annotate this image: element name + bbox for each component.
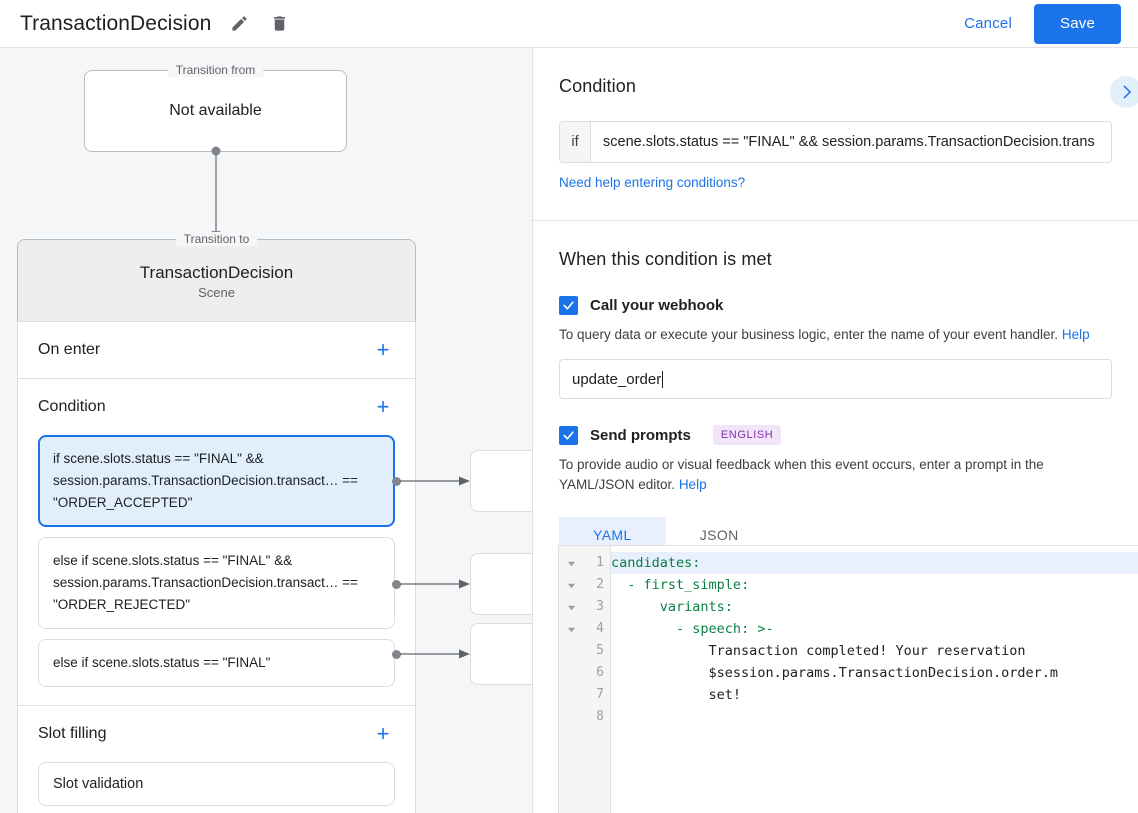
condition-help-link[interactable]: Need help entering conditions? <box>559 175 746 190</box>
line-number: 5 <box>596 643 604 658</box>
code-line <box>611 706 1138 728</box>
fold-toggle-2[interactable] <box>559 574 583 596</box>
chevron-right-icon[interactable] <box>1110 76 1138 108</box>
editor-fold-column <box>559 546 583 813</box>
slot-validation-item[interactable]: Slot validation <box>38 762 395 806</box>
language-badge: ENGLISH <box>712 425 782 445</box>
condition-prefix-label: if <box>560 122 591 162</box>
line-number: 3 <box>596 599 604 614</box>
condition-list: if scene.slots.status == "FINAL" && sess… <box>18 435 415 705</box>
prompts-helper-text: To provide audio or visual feedback when… <box>559 455 1112 495</box>
divider <box>18 378 415 379</box>
add-condition-button[interactable]: + <box>376 394 390 419</box>
tab-json[interactable]: JSON <box>699 527 739 543</box>
line-number: 4 <box>596 621 604 636</box>
section-condition[interactable]: Condition + <box>18 379 415 435</box>
add-on-enter-button[interactable]: + <box>376 337 390 362</box>
transition-from-value: Not available <box>169 102 262 119</box>
webhook-helper-text: To query data or execute your business l… <box>559 325 1112 345</box>
top-bar: TransactionDecision Cancel Save <box>0 0 1138 48</box>
scene-name: TransactionDecision <box>139 262 294 282</box>
condition-section: Condition if scene.slots.status == "FINA… <box>533 48 1138 192</box>
save-button[interactable]: Save <box>1034 3 1121 44</box>
webhook-checkbox[interactable] <box>559 296 578 315</box>
code-line: set! <box>708 687 742 703</box>
section-on-enter-title: On enter <box>38 341 101 358</box>
when-met-section: When this condition is met Call your web… <box>533 221 1138 553</box>
code-line: variants: <box>659 599 733 615</box>
section-on-enter[interactable]: On enter + <box>18 322 415 378</box>
transition-to-box[interactable]: Transition to TransactionDecision Scene <box>17 232 416 322</box>
line-number: 7 <box>596 687 604 702</box>
prompts-helper-body: To provide audio or visual feedback when… <box>559 457 1044 492</box>
condition-item-accepted[interactable]: if scene.slots.status == "FINAL" && sess… <box>38 435 395 527</box>
flow-arrow-down <box>211 146 221 241</box>
connector-arrow-1 <box>400 476 470 486</box>
connector-dot-1 <box>392 477 401 486</box>
scene-type: Scene <box>198 284 235 300</box>
fold-toggle-4[interactable] <box>559 618 583 640</box>
line-number: 2 <box>596 577 604 592</box>
prompts-checkbox[interactable] <box>559 425 578 445</box>
divider <box>18 705 415 706</box>
add-slot-filling-button[interactable]: + <box>376 721 390 746</box>
line-number: 1 <box>596 555 604 570</box>
webhook-help-link[interactable]: Help <box>1061 327 1090 342</box>
connector-arrow-2 <box>400 579 470 589</box>
connector-dot-2 <box>392 580 401 589</box>
prompts-help-link[interactable]: Help <box>678 477 707 492</box>
section-slot-filling-title: Slot filling <box>38 725 107 742</box>
code-line: $session.params.TransactionDecision.orde… <box>708 665 1059 681</box>
line-number: 6 <box>596 665 604 680</box>
fold-toggle-3[interactable] <box>559 596 583 618</box>
connector-dot-3 <box>392 650 401 659</box>
pencil-icon[interactable] <box>227 12 251 36</box>
code-line: candidates: <box>611 552 1138 574</box>
section-slot-filling[interactable]: Slot filling + <box>18 706 415 762</box>
text-caret <box>662 370 664 388</box>
transition-to-legend: Transition to <box>175 232 258 246</box>
trash-icon[interactable] <box>267 12 291 36</box>
webhook-label: Call your webhook <box>590 297 724 314</box>
prompts-label: Send prompts <box>590 426 691 444</box>
condition-item-final[interactable]: else if scene.slots.status == "FINAL" <box>38 639 395 687</box>
scene-card: On enter + Condition + if scene.slots.st… <box>17 321 416 813</box>
code-line: - first_simple: <box>627 577 750 593</box>
condition-heading: Condition <box>559 76 636 96</box>
yaml-editor[interactable]: 1 2 3 4 5 6 7 8 candidates: - first_simp… <box>558 545 1138 813</box>
transition-from-box[interactable]: Transition from Not available <box>84 63 347 152</box>
line-number: 8 <box>596 709 604 724</box>
page-title: TransactionDecision <box>20 11 212 35</box>
condition-input[interactable]: scene.slots.status == "FINAL" && session… <box>603 134 1095 150</box>
section-condition-title: Condition <box>38 398 106 415</box>
transition-to-body: TransactionDecision Scene <box>18 240 415 322</box>
code-line: - speech: >- <box>676 621 774 637</box>
connector-arrow-3 <box>400 649 470 659</box>
webhook-check-row[interactable]: Call your webhook <box>559 296 1112 315</box>
when-met-heading: When this condition is met <box>559 249 772 269</box>
code-line: Transaction completed! Your reservation <box>708 643 1026 659</box>
webhook-handler-value: update_order <box>572 370 662 388</box>
transition-from-legend: Transition from <box>167 63 264 77</box>
fold-toggle-1[interactable] <box>559 552 583 574</box>
editor-line-numbers: 1 2 3 4 5 6 7 8 <box>583 546 611 813</box>
editor-code-area[interactable]: candidates: - first_simple: variants: - … <box>611 546 1138 813</box>
webhook-helper-body: To query data or execute your business l… <box>559 327 1059 342</box>
condition-item-rejected[interactable]: else if scene.slots.status == "FINAL" &&… <box>38 537 395 629</box>
prompts-check-row[interactable]: Send prompts ENGLISH <box>559 425 1112 445</box>
condition-input-group[interactable]: if scene.slots.status == "FINAL" && sess… <box>559 121 1112 163</box>
cancel-button[interactable]: Cancel <box>952 7 1024 40</box>
panel-divider <box>533 220 1138 221</box>
webhook-handler-input[interactable]: update_order <box>559 359 1112 399</box>
